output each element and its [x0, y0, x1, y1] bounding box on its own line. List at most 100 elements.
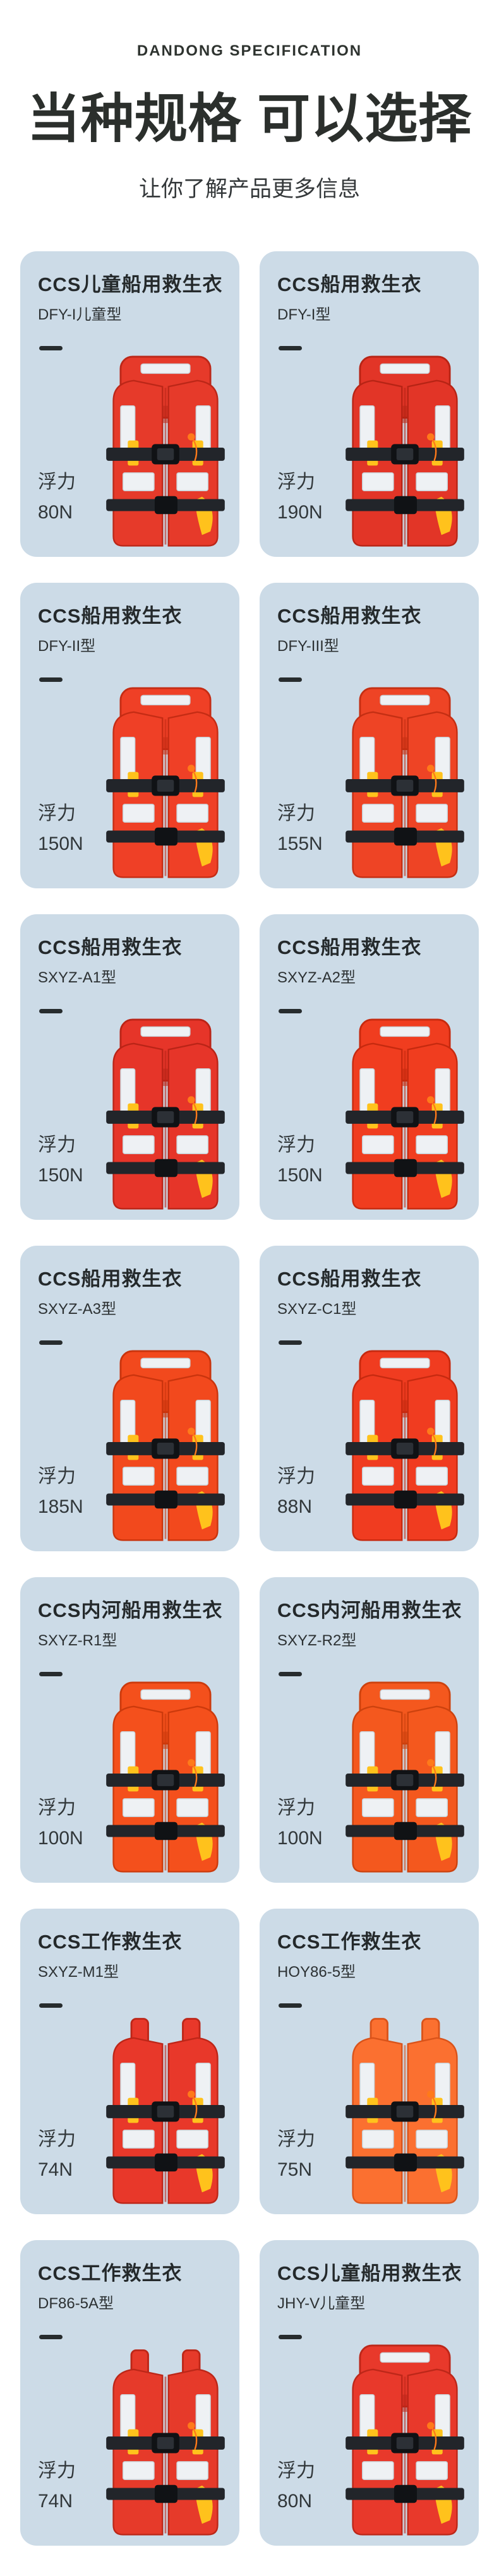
buoyancy-block: 浮力 150N: [38, 799, 83, 859]
life-jacket-image: [106, 1681, 225, 1873]
life-jacket-image: [106, 687, 225, 878]
buoyancy-label: 浮力: [277, 1466, 315, 1487]
life-jacket-image: [106, 1350, 225, 1541]
product-title: CCS船用救生衣: [277, 605, 422, 627]
dash-accent: [279, 1672, 302, 1676]
product-title: CCS工作救生衣: [277, 1931, 422, 1953]
dash-accent: [39, 2335, 63, 2339]
buoyancy-label: 浮力: [277, 803, 315, 824]
buoyancy-value: 74N: [38, 2491, 73, 2512]
buoyancy-block: 浮力 75N: [277, 2125, 315, 2185]
dash-accent: [39, 1340, 63, 1345]
dash-accent: [39, 1672, 63, 1676]
dash-accent: [39, 346, 63, 350]
product-title: CCS船用救生衣: [38, 936, 183, 958]
life-jacket-image: [106, 2349, 225, 2536]
buoyancy-block: 浮力 150N: [38, 1130, 83, 1191]
life-jacket-image: [346, 2018, 464, 2204]
buoyancy-block: 浮力 150N: [277, 1130, 323, 1191]
life-jacket-image: [346, 687, 464, 878]
dash-accent: [279, 346, 302, 350]
product-grid: CCS儿童船用救生衣 DFY-I儿童型: [0, 251, 499, 2546]
product-model: DFY-I型: [277, 306, 331, 323]
life-jacket-image: [106, 355, 225, 547]
product-card: CCS内河船用救生衣 SXYZ-R2型: [260, 1577, 479, 1883]
life-jacket-image: [106, 2018, 225, 2204]
product-card: CCS船用救生衣 SXYZ-A3型: [20, 1246, 239, 1551]
product-card: CCS船用救生衣 SXYZ-A2型: [260, 914, 479, 1220]
product-title: CCS船用救生衣: [277, 936, 422, 958]
product-model: DFY-II型: [38, 638, 96, 655]
buoyancy-label: 浮力: [38, 1798, 76, 1818]
buoyancy-label: 浮力: [277, 2460, 315, 2481]
product-card: CCS工作救生衣 DF86-5A型: [20, 2240, 239, 2546]
buoyancy-label: 浮力: [38, 1466, 76, 1487]
buoyancy-value: 88N: [277, 1496, 313, 1517]
product-model: SXYZ-M1型: [38, 1964, 119, 1981]
dash-accent: [279, 2335, 302, 2339]
buoyancy-value: 150N: [277, 1165, 323, 1186]
buoyancy-value: 74N: [38, 2159, 73, 2180]
product-model: SXYZ-A2型: [277, 969, 356, 986]
buoyancy-value: 150N: [38, 1165, 83, 1186]
buoyancy-block: 浮力 74N: [38, 2456, 76, 2517]
life-jacket-image: [346, 1018, 464, 1210]
product-model: JHY-V儿童型: [277, 2295, 366, 2312]
buoyancy-value: 100N: [38, 1828, 83, 1849]
buoyancy-label: 浮力: [38, 803, 76, 824]
product-model: SXYZ-A3型: [38, 1301, 117, 1318]
buoyancy-block: 浮力 100N: [277, 1793, 323, 1854]
buoyancy-block: 浮力 88N: [277, 1462, 315, 1522]
buoyancy-label: 浮力: [277, 1798, 315, 1818]
dash-accent: [279, 2003, 302, 2008]
dash-accent: [39, 1009, 63, 1013]
buoyancy-label: 浮力: [277, 472, 315, 492]
dash-accent: [39, 677, 63, 682]
buoyancy-label: 浮力: [277, 1135, 315, 1155]
buoyancy-label: 浮力: [277, 2129, 315, 2150]
product-card: CCS儿童船用救生衣 DFY-I儿童型: [20, 251, 239, 557]
product-model: SXYZ-C1型: [277, 1301, 357, 1318]
buoyancy-label: 浮力: [38, 2460, 76, 2481]
buoyancy-value: 190N: [277, 502, 323, 523]
product-title: CCS内河船用救生衣: [38, 1599, 223, 1621]
life-jacket-image: [346, 1681, 464, 1873]
buoyancy-block: 浮力 155N: [277, 799, 323, 859]
life-jacket-image: [346, 1350, 464, 1541]
product-card: CCS工作救生衣 HOY86-5型: [260, 1909, 479, 2214]
product-title: CCS船用救生衣: [277, 273, 422, 295]
product-title: CCS船用救生衣: [277, 1268, 422, 1290]
page-subtitle: 让你了解产品更多信息: [138, 177, 360, 201]
product-title: CCS船用救生衣: [38, 1268, 183, 1290]
buoyancy-block: 浮力 190N: [277, 467, 323, 528]
dash-accent: [279, 1009, 302, 1013]
eyebrow-heading: DANDONG SPECIFICATION: [136, 42, 363, 59]
life-jacket-image: [346, 2344, 464, 2536]
product-card: CCS船用救生衣 DFY-I型: [260, 251, 479, 557]
product-model: DF86-5A型: [38, 2295, 114, 2312]
product-title: CCS工作救生衣: [38, 2262, 183, 2284]
buoyancy-value: 100N: [277, 1828, 323, 1849]
product-card: CCS儿童船用救生衣 JHY-V儿童型: [260, 2240, 479, 2546]
product-model: DFY-I儿童型: [38, 306, 122, 323]
product-model: SXYZ-R2型: [277, 1632, 357, 1649]
buoyancy-label: 浮力: [38, 1135, 76, 1155]
life-jacket-image: [106, 1018, 225, 1210]
product-model: SXYZ-A1型: [38, 969, 117, 986]
life-jacket-image: [346, 355, 464, 547]
product-model: HOY86-5型: [277, 1964, 356, 1981]
buoyancy-block: 浮力 80N: [277, 2456, 315, 2517]
buoyancy-value: 80N: [277, 2491, 313, 2512]
product-title: CCS儿童船用救生衣: [277, 2262, 462, 2284]
buoyancy-value: 75N: [277, 2159, 313, 2180]
page-title: 当种规格 可以选择: [27, 89, 472, 148]
buoyancy-block: 浮力 80N: [38, 467, 76, 528]
buoyancy-block: 浮力 100N: [38, 1793, 83, 1854]
dash-accent: [39, 2003, 63, 2008]
product-title: CCS船用救生衣: [38, 605, 183, 627]
buoyancy-value: 185N: [38, 1496, 83, 1517]
product-card: CCS工作救生衣 SXYZ-M1型: [20, 1909, 239, 2214]
buoyancy-value: 150N: [38, 833, 83, 854]
product-card: CCS船用救生衣 DFY-II型: [20, 583, 239, 888]
